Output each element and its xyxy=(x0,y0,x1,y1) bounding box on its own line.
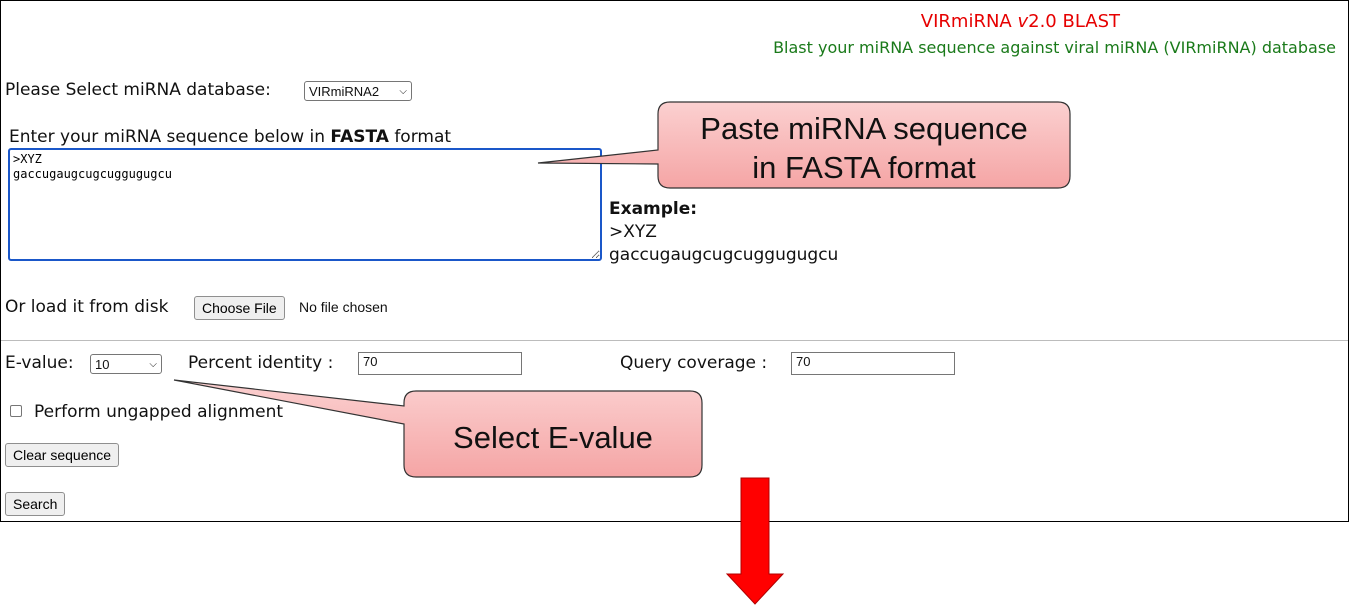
load-file-label: Or load it from disk xyxy=(5,297,169,317)
coverage-input[interactable]: 70 xyxy=(791,352,955,375)
example-block: Example: >XYZ gaccugaugcugcuggugugcu xyxy=(609,198,838,267)
example-heading: Example: xyxy=(609,199,698,219)
evalue-select[interactable]: 10 ⌵ xyxy=(90,354,162,374)
sequence-label: Enter your miRNA sequence below in FASTA… xyxy=(9,127,451,147)
divider xyxy=(1,340,1348,341)
callout-fasta-line1: Paste miRNA sequence xyxy=(700,111,1027,146)
file-status: No file chosen xyxy=(299,299,388,315)
page-title: VIRmiRNA v2.0 BLAST xyxy=(921,11,1120,32)
sequence-label-bold: FASTA xyxy=(330,127,389,147)
database-select-value: VIRmiRNA2 xyxy=(309,83,380,99)
sequence-label-prefix: Enter your miRNA sequence below in xyxy=(9,127,331,147)
example-header-line: >XYZ xyxy=(609,222,657,242)
sequence-textarea[interactable] xyxy=(8,148,602,261)
example-sequence-line: gaccugaugcugcuggugugcu xyxy=(609,245,839,265)
callout-fasta-line2: in FASTA format xyxy=(752,150,976,185)
callout-evalue-bubble xyxy=(173,379,703,478)
database-select[interactable]: VIRmiRNA2 ⌵ xyxy=(304,81,412,101)
callout-evalue-text: Select E-value xyxy=(453,420,653,455)
chevron-down-icon: ⌵ xyxy=(149,358,157,370)
identity-label: Percent identity : xyxy=(188,353,334,373)
page-subtitle: Blast your miRNA sequence against viral … xyxy=(773,38,1336,57)
page-title-text: VIRmiRNA v2.0 BLAST xyxy=(920,11,1120,32)
database-label: Please Select miRNA database: xyxy=(5,80,271,100)
evalue-label: E-value: xyxy=(5,353,74,373)
choose-file-button[interactable]: Choose File xyxy=(194,296,285,320)
identity-input[interactable]: 70 xyxy=(358,352,522,375)
title-version-v: v xyxy=(1017,11,1029,32)
coverage-label: Query coverage : xyxy=(620,353,768,373)
sequence-label-suffix: format xyxy=(388,127,452,147)
blast-form-panel xyxy=(0,0,1349,522)
ungapped-label: Perform ungapped alignment xyxy=(34,402,284,422)
callout-fasta-bubble xyxy=(537,101,1071,189)
ungapped-checkbox[interactable] xyxy=(10,405,22,417)
chevron-down-icon: ⌵ xyxy=(399,85,407,97)
search-button[interactable]: Search xyxy=(5,492,66,516)
clear-sequence-button[interactable]: Clear sequence xyxy=(5,443,120,467)
down-arrow-icon xyxy=(725,477,785,605)
evalue-select-value: 10 xyxy=(95,356,110,372)
